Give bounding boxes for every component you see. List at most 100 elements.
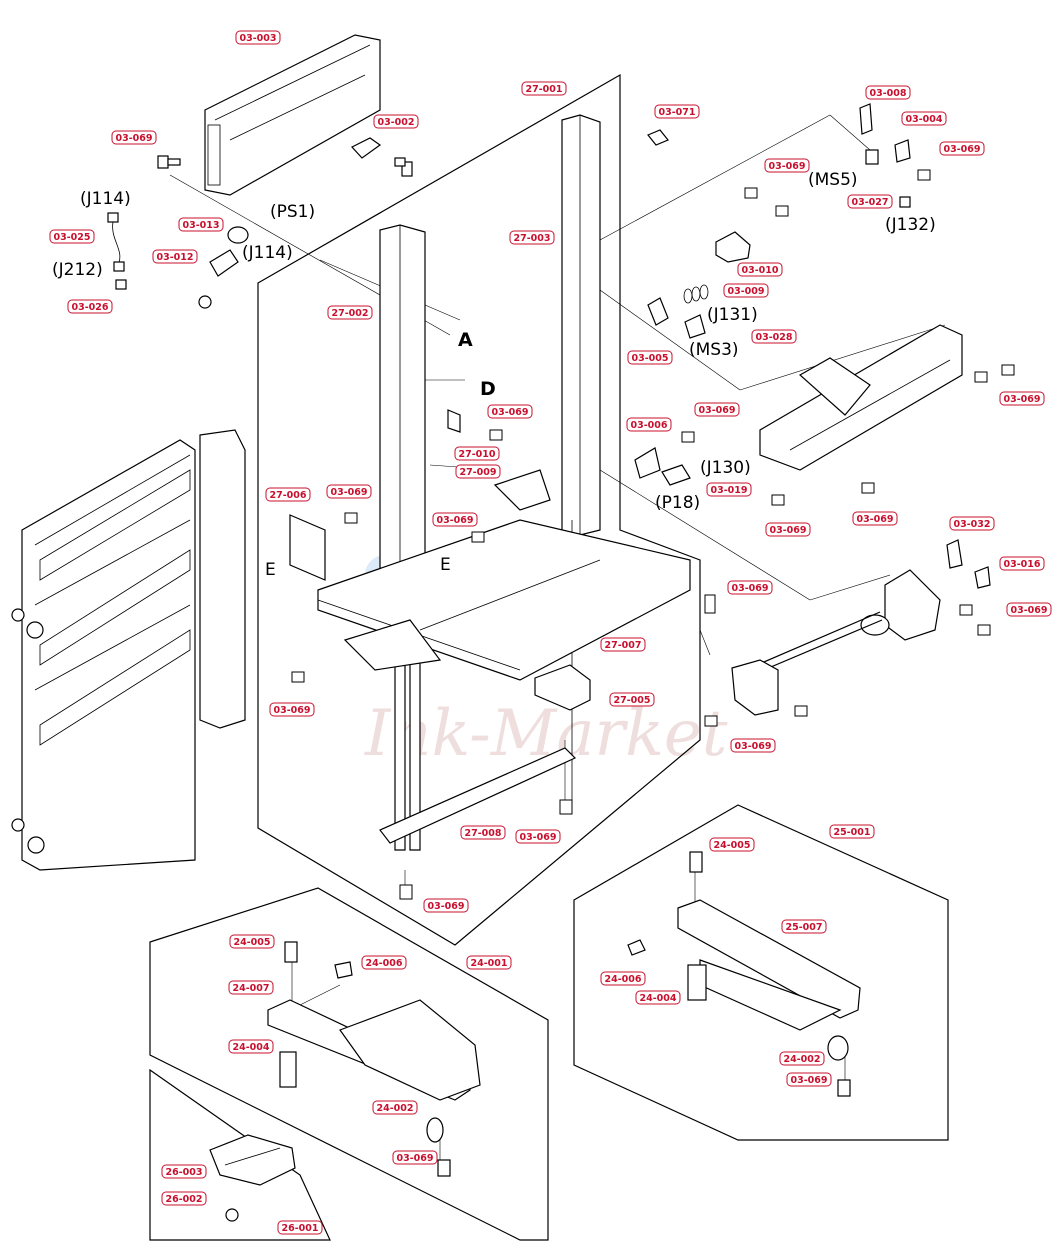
callout-text: 03-006 <box>631 420 668 431</box>
callout-24-005: 24-005 <box>709 837 755 852</box>
harness-03-025 <box>107 212 125 272</box>
connector-03-019 <box>661 464 691 486</box>
callout-box <box>373 114 419 129</box>
callout-text: 24-002 <box>377 1103 414 1114</box>
callout-03-013: 03-013 <box>178 217 224 232</box>
callout-text: 03-026 <box>72 302 109 313</box>
callout-25-001: 25-001 <box>829 824 875 839</box>
callout-03-008: 03-008 <box>865 85 911 100</box>
callout-box <box>235 30 281 45</box>
callout-26-002: 26-002 <box>161 1191 207 1206</box>
callout-text: 24-004 <box>233 1042 270 1053</box>
callout-text: 27-010 <box>459 449 496 460</box>
guide-unit-assembly <box>759 324 963 471</box>
callout-03-069: 03-069 <box>515 829 561 844</box>
callout-03-028: 03-028 <box>751 329 797 344</box>
callout-box <box>229 934 275 949</box>
screws <box>291 169 1015 900</box>
callout-03-069: 03-069 <box>764 158 810 173</box>
callout-text: 24-007 <box>233 983 270 994</box>
callout-box <box>949 516 995 531</box>
switch-03-028 <box>684 314 706 339</box>
bracket-03-008 <box>859 103 873 135</box>
callout-text: 03-069 <box>331 487 368 498</box>
callout-text: 03-069 <box>520 832 557 843</box>
callout-text: 03-069 <box>699 405 736 416</box>
callout-box <box>265 487 311 502</box>
callout-text: 03-009 <box>728 286 765 297</box>
caster-assembly-24-001 <box>267 941 481 1177</box>
callout-03-005: 03-005 <box>627 350 673 365</box>
caption-j130: (J130) <box>700 458 751 478</box>
callout-03-069: 03-069 <box>326 484 372 499</box>
caption-a: A <box>458 329 473 351</box>
screw-top-cover <box>394 157 413 177</box>
caption-ps1: (PS1) <box>270 202 315 222</box>
callout-text: 27-002 <box>332 308 369 319</box>
captions: (J114) (J212) (PS1) (J114) A D E E (MS5)… <box>52 170 936 580</box>
callout-text: 24-004 <box>640 993 677 1004</box>
caption-p18: (P18) <box>655 493 700 513</box>
callout-box <box>609 692 655 707</box>
callout-text: 25-001 <box>834 827 871 838</box>
caption-j212: (J212) <box>52 260 103 280</box>
callout-text: 24-002 <box>784 1054 821 1065</box>
callout-24-001: 24-001 <box>466 955 512 970</box>
callout-03-026: 03-026 <box>67 299 113 314</box>
callout-text: 24-001 <box>471 958 508 969</box>
cover-26-003 <box>209 1134 296 1222</box>
callout-03-069: 03-069 <box>487 404 533 419</box>
callout-box <box>939 141 985 156</box>
caption-e-right: E <box>440 555 451 575</box>
callout-27-001: 27-001 <box>521 81 567 96</box>
callout-text: 24-005 <box>234 937 271 948</box>
callout-25-007: 25-007 <box>781 919 827 934</box>
callout-03-016: 03-016 <box>999 556 1045 571</box>
callout-text: 03-069 <box>732 583 769 594</box>
callout-27-008: 27-008 <box>460 825 506 840</box>
callout-27-009: 27-009 <box>455 464 501 479</box>
bracket-03-016 <box>974 566 991 589</box>
callout-03-071: 03-071 <box>654 104 700 119</box>
bracket-03-004 <box>894 139 911 163</box>
callout-03-012: 03-012 <box>152 249 198 264</box>
callout-text: 03-069 <box>1011 605 1048 616</box>
callout-03-069: 03-069 <box>269 702 315 717</box>
callout-24-002: 24-002 <box>779 1051 825 1066</box>
callout-text: 27-009 <box>460 467 497 478</box>
callout-03-069: 03-069 <box>392 1150 438 1165</box>
callout-26-001: 26-001 <box>277 1220 323 1235</box>
callout-text: 27-001 <box>526 84 563 95</box>
rail-27-008 <box>379 747 577 844</box>
callout-27-007: 27-007 <box>600 637 646 652</box>
bracket-03-010 <box>715 231 751 263</box>
callout-text: 03-069 <box>437 515 474 526</box>
callout-box <box>626 417 672 432</box>
callout-box <box>627 350 673 365</box>
callout-box <box>228 980 274 995</box>
callout-03-069: 03-069 <box>852 511 898 526</box>
callout-24-005: 24-005 <box>229 934 275 949</box>
caption-j131: (J131) <box>707 305 758 325</box>
callout-text: 03-004 <box>906 114 943 125</box>
callout-27-010: 27-010 <box>454 446 500 461</box>
callout-text: 03-019 <box>711 485 748 496</box>
callout-box <box>460 825 506 840</box>
callout-03-069: 03-069 <box>423 898 469 913</box>
callout-24-004: 24-004 <box>635 990 681 1005</box>
callout-box <box>392 1150 438 1165</box>
callout-text: 03-032 <box>954 519 991 530</box>
callout-text: 03-016 <box>1004 559 1041 570</box>
right-pillar-27-003 <box>561 114 601 800</box>
callout-text: 03-012 <box>157 252 194 263</box>
callout-text: 27-005 <box>614 695 651 706</box>
bracket-27-006 <box>289 514 326 581</box>
left-pillar-27-002 <box>379 224 426 851</box>
callout-03-069: 03-069 <box>111 130 157 145</box>
callout-24-006: 24-006 <box>361 955 407 970</box>
callout-03-003: 03-003 <box>235 30 281 45</box>
callout-box <box>423 898 469 913</box>
callout-24-002: 24-002 <box>372 1100 418 1115</box>
callout-03-004: 03-004 <box>901 111 947 126</box>
